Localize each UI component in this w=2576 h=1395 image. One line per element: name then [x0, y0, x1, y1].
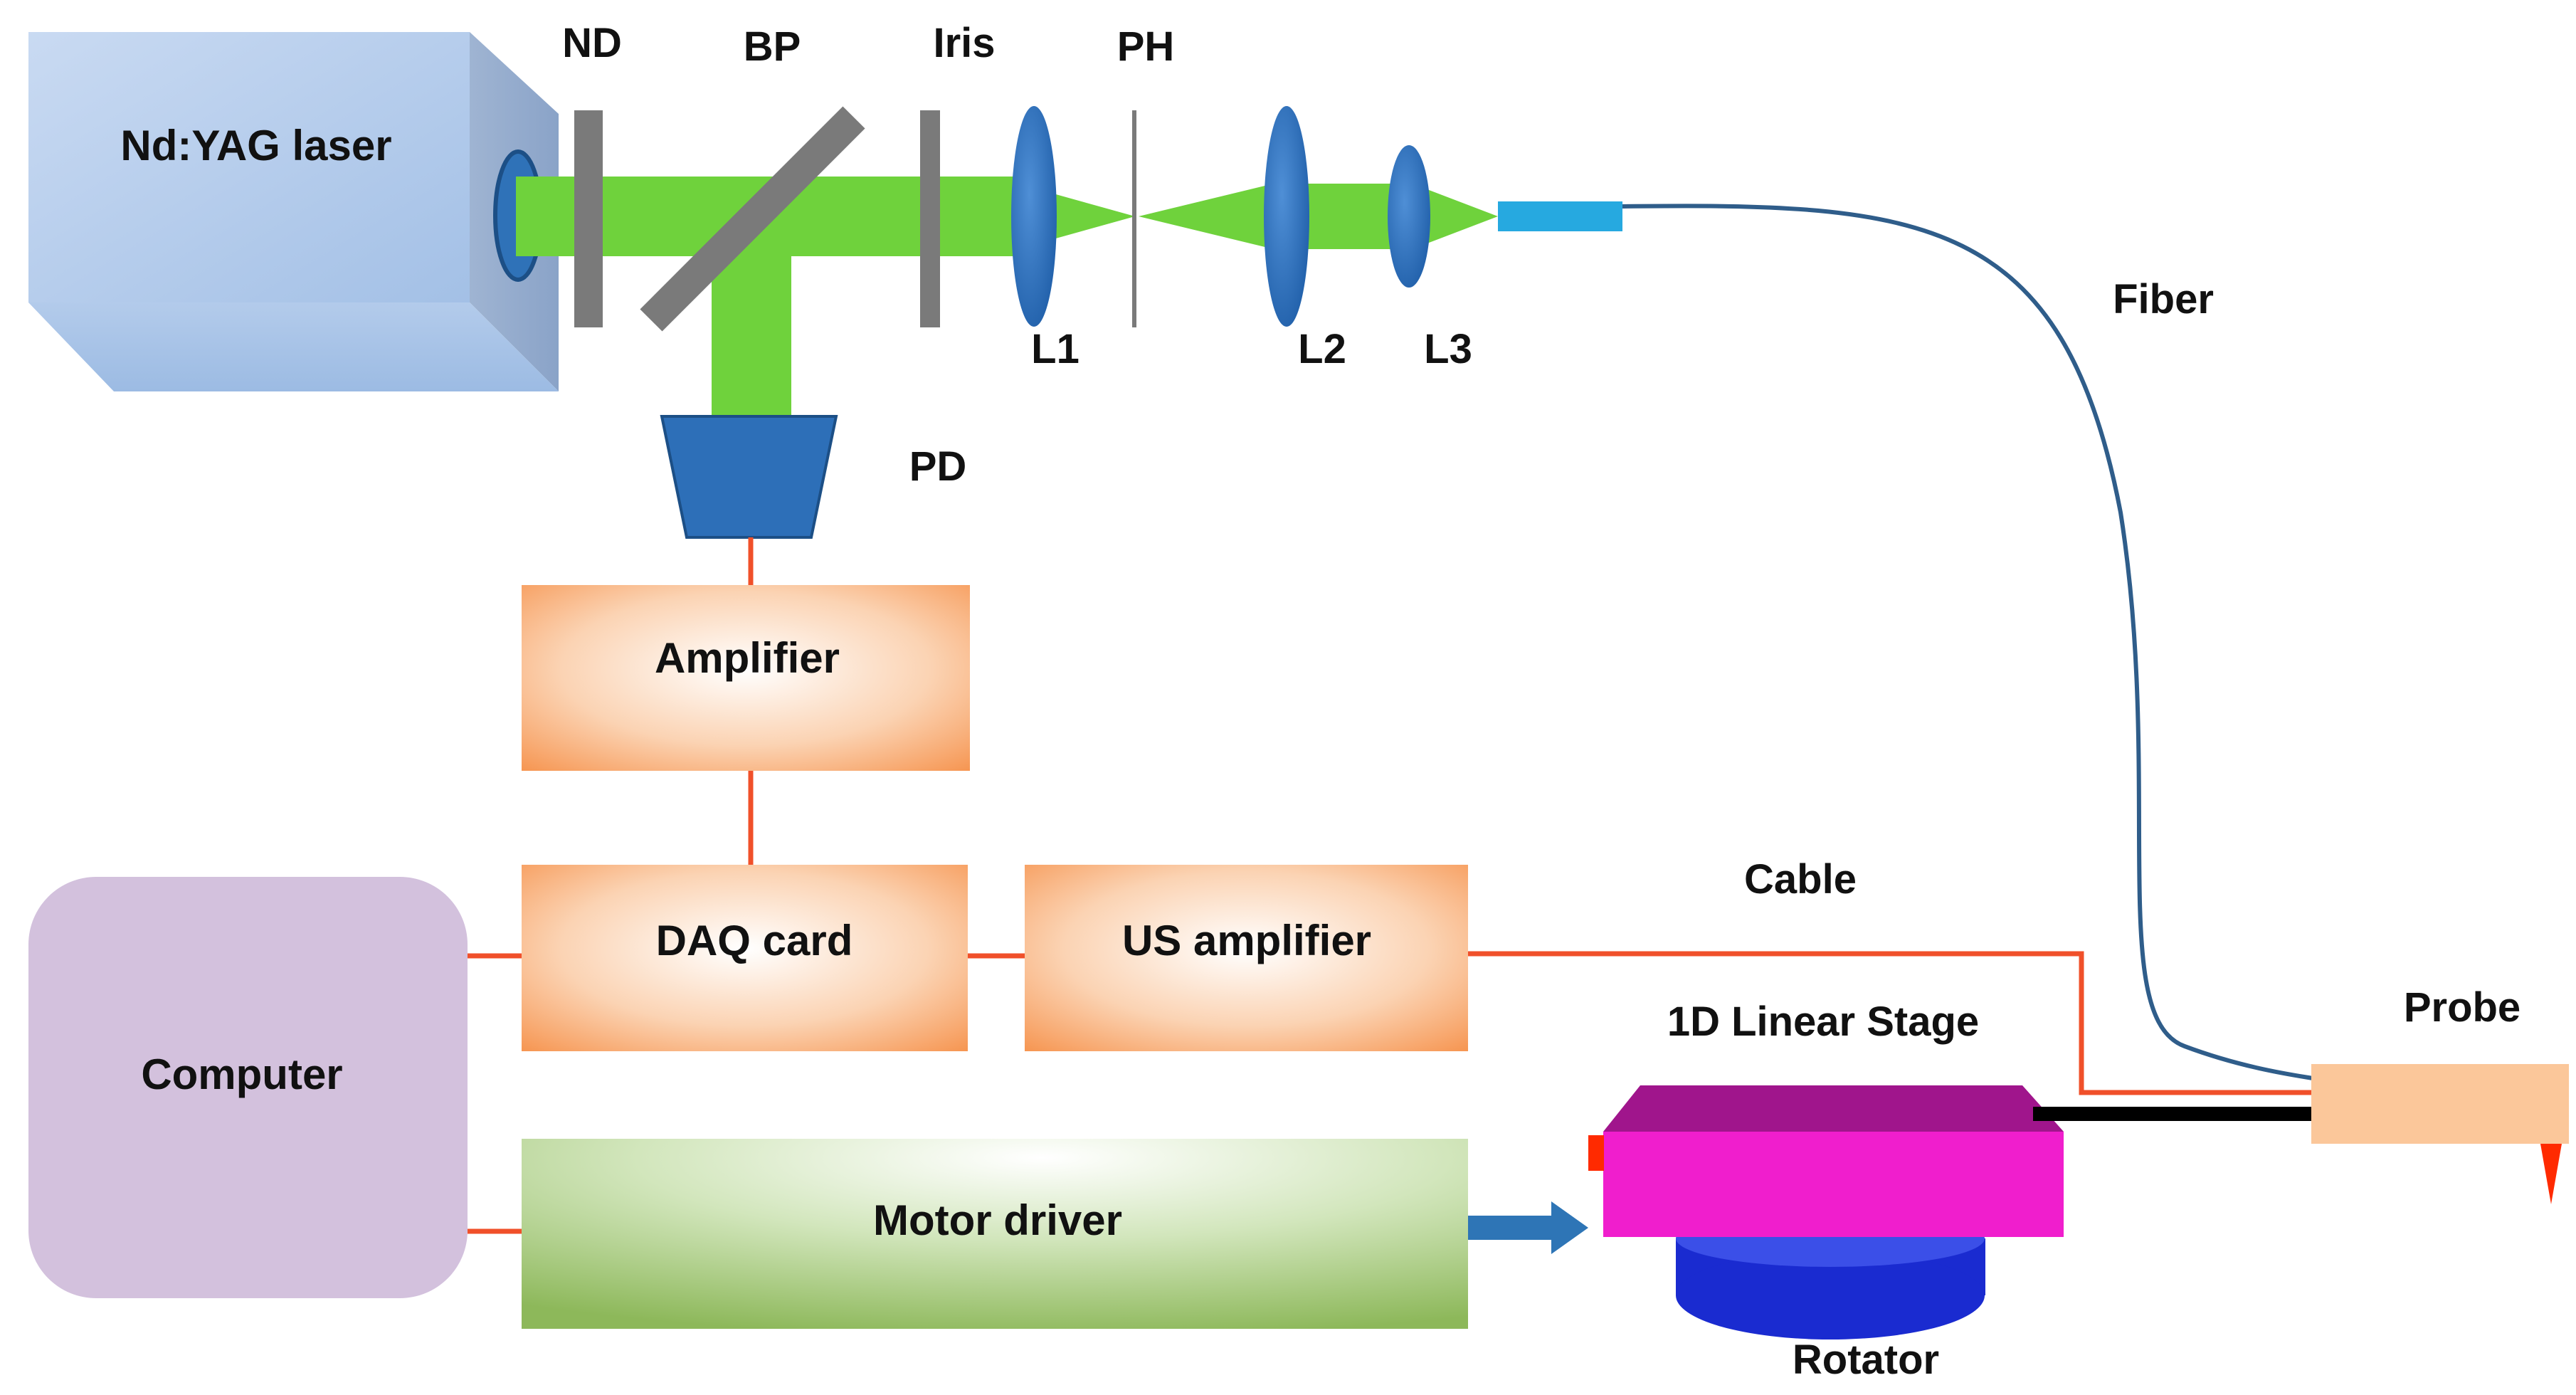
laser-label: Nd:YAG laser — [120, 122, 391, 169]
l1-label: L1 — [1031, 326, 1080, 372]
rotator-label: Rotator — [1793, 1337, 1939, 1383]
us-amplifier-box-bg — [1025, 865, 1468, 1051]
laser-front-face — [28, 32, 470, 302]
fiber-label: Fiber — [2113, 276, 2214, 322]
daq-card-box: DAQ card — [522, 865, 968, 1051]
lens-l1 — [1011, 106, 1057, 327]
linear-stage — [1588, 1085, 2314, 1237]
beam-expand-cone — [1139, 184, 1274, 249]
computer-box-bg — [28, 877, 468, 1298]
pinhole — [1132, 110, 1136, 327]
l3-label: L3 — [1424, 326, 1472, 372]
pd-label: PD — [909, 443, 967, 490]
cable-label: Cable — [1744, 856, 1857, 902]
beam-focus-cone-2 — [1420, 186, 1498, 246]
us-amplifier-label: US amplifier — [1122, 917, 1371, 964]
computer-label: Computer — [141, 1051, 342, 1098]
nd-yag-laser: Nd:YAG laser — [28, 32, 559, 391]
us-amplifier-box: US amplifier — [1025, 865, 1468, 1051]
motor-driver-box-bg — [522, 1139, 1468, 1329]
cable-us-amplifier-to-probe — [1468, 951, 2311, 1095]
nd-filter — [574, 110, 603, 327]
beam-focus-cone-1 — [1035, 189, 1135, 244]
l2-label: L2 — [1298, 326, 1346, 372]
linear-stage-label: 1D Linear Stage — [1667, 999, 1979, 1045]
photodiode — [660, 415, 838, 539]
daq-card-label: DAQ card — [656, 917, 853, 964]
fiber-coupler — [1498, 201, 1622, 231]
bp-plate — [640, 106, 865, 332]
signal-wires — [468, 537, 2311, 1234]
probe-tip — [2540, 1144, 2562, 1204]
stage-top-face — [1603, 1085, 2064, 1132]
nd-label: ND — [562, 20, 622, 66]
lens-l3 — [1388, 145, 1430, 288]
iris — [920, 110, 940, 327]
amplifier-box: Amplifier — [522, 585, 970, 771]
motor-driver-label: Motor driver — [873, 1196, 1122, 1244]
bp-label: BP — [744, 23, 801, 70]
daq-card-box-bg — [522, 865, 968, 1051]
probe-label: Probe — [2404, 984, 2520, 1031]
optical-fiber — [1622, 204, 2313, 1080]
drive-arrow-icon — [1468, 1201, 1588, 1254]
laser-bottom-face — [28, 302, 559, 391]
stage-front-face — [1603, 1132, 2064, 1237]
motor-driver-box: Motor driver — [522, 1139, 1468, 1329]
iris-label: Iris — [933, 20, 995, 66]
stage-end-stop — [1588, 1135, 1604, 1171]
ph-label: PH — [1117, 23, 1175, 70]
amplifier-label: Amplifier — [655, 634, 840, 682]
rotator-base — [1676, 1251, 1985, 1339]
computer-box: Computer — [28, 877, 468, 1298]
lens-l2 — [1264, 106, 1309, 327]
probe-body — [2311, 1064, 2569, 1144]
probe — [2311, 1064, 2569, 1204]
bp-beam-splitter — [640, 106, 865, 332]
probe-rod — [2033, 1107, 2314, 1121]
amplifier-box-bg — [522, 585, 970, 771]
